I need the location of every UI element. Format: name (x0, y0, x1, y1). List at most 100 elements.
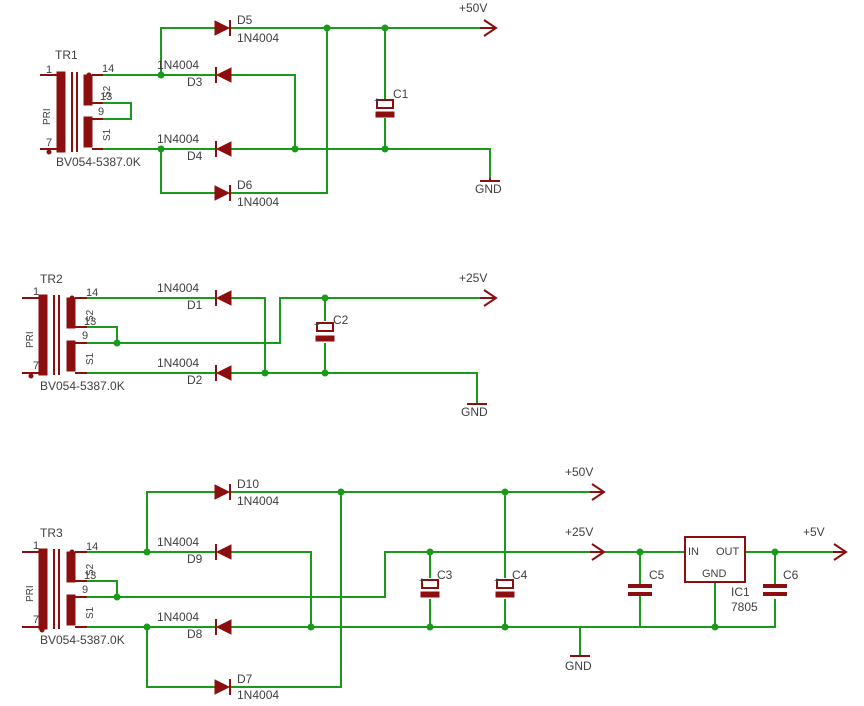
supply-arrow-25v-1 (480, 289, 498, 307)
supply-arrow-50v-2 (590, 483, 606, 501)
d8-name: D8 (187, 627, 203, 641)
gnd-label-2: GND (461, 405, 488, 419)
capacitor-c4[interactable] (495, 579, 515, 598)
ic1-pin-in: IN (688, 546, 699, 558)
gnd-symbol-1 (480, 178, 500, 182)
diode-d1[interactable] (215, 290, 232, 306)
gnd-label-1: GND (475, 182, 502, 196)
d5-value: 1N4004 (237, 31, 279, 45)
tr1-pri-label: PRI (42, 108, 53, 125)
supply-arrow-25v-2 (590, 543, 606, 561)
tr3-pri-label: PRI (25, 585, 36, 602)
tr1-pin-1: 1 (46, 64, 52, 76)
d10-name: D10 (237, 477, 259, 491)
diode-d6[interactable] (214, 185, 231, 201)
d3-name: D3 (187, 75, 203, 89)
tr2-s2-label: S2 (85, 309, 96, 322)
d3-value: 1N4004 (157, 58, 199, 72)
d1-name: D1 (187, 298, 203, 312)
tr1-pin-7: 7 (46, 137, 52, 149)
d6-value: 1N4004 (237, 195, 279, 209)
supply-label-25v-2: +25V (565, 525, 593, 539)
capacitor-c1[interactable] (375, 99, 395, 118)
ic1-pin-gnd: GND (702, 568, 727, 580)
d4-value: 1N4004 (157, 132, 199, 146)
d7-name: D7 (237, 672, 253, 686)
d2-name: D2 (187, 373, 203, 387)
diode-d7[interactable] (214, 679, 231, 695)
supply-arrow-5v (833, 543, 848, 561)
tr2-s1-label: S1 (85, 352, 96, 365)
gnd-label-3: GND (565, 659, 592, 673)
tr2-name: TR2 (40, 272, 63, 286)
tr1-name: TR1 (55, 48, 78, 62)
c4-name: C4 (512, 568, 528, 582)
ic1-pin-out: OUT (716, 546, 740, 558)
d5-name: D5 (237, 13, 253, 27)
supply-label-50v-1: +50V (459, 1, 487, 15)
diode-d2[interactable] (215, 365, 232, 381)
diode-d8[interactable] (215, 619, 232, 635)
d1-value: 1N4004 (157, 281, 199, 295)
tr1-pin-9: 9 (98, 106, 104, 118)
d4-name: D4 (187, 149, 203, 163)
capacitor-c6[interactable] (763, 584, 787, 596)
tr1-value: BV054-5387.0K (56, 155, 141, 169)
tr2-pin-14: 14 (86, 287, 98, 299)
tr2-pin-13: 13 (84, 316, 96, 328)
transformer-tr3[interactable] (22, 548, 88, 633)
diode-d5[interactable] (214, 20, 231, 36)
tr1-s2-label: S2 (102, 85, 113, 98)
regulator-ic1[interactable] (684, 536, 746, 583)
tr2-pin-1: 1 (33, 286, 39, 298)
tr2-value: BV054-5387.0K (40, 379, 125, 393)
tr3-pin-1: 1 (33, 540, 39, 552)
diode-d10[interactable] (214, 484, 231, 500)
tr3-s1-label: S1 (85, 606, 96, 619)
diode-d4[interactable] (215, 141, 232, 157)
tr3-wires (87, 491, 834, 688)
transformer-tr1[interactable] (40, 71, 104, 155)
tr1-pin-14: 14 (102, 63, 114, 75)
capacitor-c3[interactable] (420, 579, 440, 598)
tr2-pin-7: 7 (33, 360, 39, 372)
c6-name: C6 (783, 568, 799, 582)
d9-name: D9 (187, 552, 203, 566)
c4-plus: + (494, 576, 500, 587)
tr3-pin-13: 13 (84, 570, 96, 582)
tr3-pin-7: 7 (33, 614, 39, 626)
tr1-pin-13: 13 (100, 91, 112, 103)
ic1-name: IC1 (731, 585, 750, 599)
tr1-s1-label: S1 (102, 128, 113, 141)
tr1-section: TR1 BV054-5387.0K 1 7 14 13 9 PRI S2 S1 (40, 1, 502, 209)
supply-label-25v-1: +25V (459, 271, 487, 285)
capacitor-c2[interactable] (315, 322, 335, 342)
tr3-name: TR3 (40, 526, 63, 540)
d10-value: 1N4004 (237, 494, 279, 508)
tr3-pin-9: 9 (82, 584, 88, 596)
supply-label-5v: +5V (803, 525, 825, 539)
tr2-wires (87, 297, 481, 405)
supply-arrow-50v-1 (480, 19, 498, 37)
transformer-tr2[interactable] (22, 294, 88, 379)
d6-name: D6 (237, 178, 253, 192)
c3-name: C3 (437, 568, 453, 582)
capacitor-c5[interactable] (628, 584, 652, 596)
tr2-section: TR2 BV054-5387.0K 1 7 14 13 9 PRI S2 S1 … (22, 271, 498, 419)
tr2-pin-9: 9 (82, 330, 88, 342)
tr3-s2-label: S2 (85, 563, 96, 576)
c5-name: C5 (649, 568, 665, 582)
tr3-value: BV054-5387.0K (40, 633, 125, 647)
diode-d9[interactable] (215, 544, 232, 560)
ic1-value: 7805 (731, 600, 758, 614)
diode-d3[interactable] (215, 67, 232, 83)
tr1-wires (103, 27, 491, 194)
d8-value: 1N4004 (157, 610, 199, 624)
tr2-pri-label: PRI (25, 331, 36, 348)
c1-plus: + (374, 96, 380, 107)
tr3-pin-14: 14 (86, 541, 98, 553)
d7-value: 1N4004 (237, 688, 279, 702)
d2-value: 1N4004 (157, 356, 199, 370)
supply-label-50v-2: +50V (565, 465, 593, 479)
